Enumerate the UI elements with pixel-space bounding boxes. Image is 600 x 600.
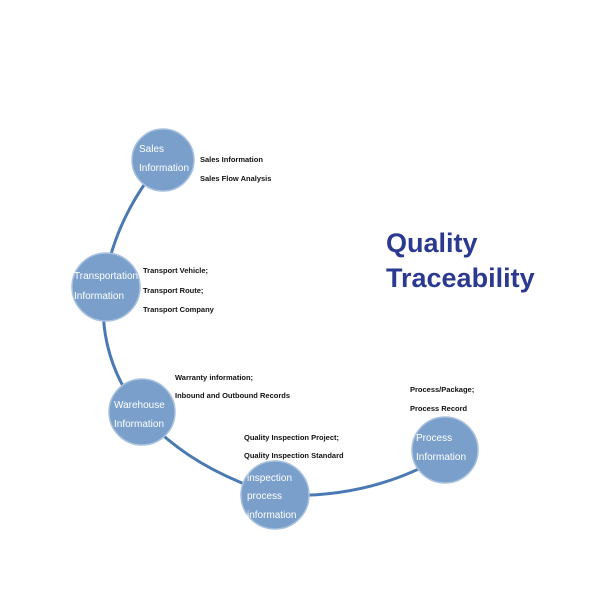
node-process-detail-1: Process/Package;: [410, 385, 475, 394]
node-circle-inspection: [240, 460, 310, 530]
node-warehouse-detail-2: Inbound and Outbound Records: [175, 391, 290, 400]
node-circle-sales: [131, 128, 195, 192]
node-warehouse-label-1: Warehouse: [114, 400, 165, 411]
node-circle-process: [411, 416, 479, 484]
node-inspection-label-3: information: [247, 510, 297, 521]
node-inspection-label-2: process: [247, 491, 283, 502]
diagram-title-line1: Quality: [386, 228, 478, 258]
node-sales-detail-2: Sales Flow Analysis: [200, 174, 272, 183]
node-inspection-detail-1: Quality Inspection Project;: [244, 433, 340, 442]
node-inspection-detail-2: Quality Inspection Standard: [244, 451, 344, 460]
node-inspection-label-1: inspection: [247, 473, 293, 484]
node-circle-transportation: [71, 252, 141, 322]
node-sales-detail-1: Sales Information: [200, 155, 263, 164]
node-process-detail-2: Process Record: [410, 404, 468, 413]
node-process-label-2: Information: [416, 452, 467, 463]
node-circle-warehouse: [108, 378, 176, 446]
node-warehouse-label-2: Information: [114, 419, 165, 430]
node-sales-label-2: Information: [139, 163, 190, 174]
diagram-title-line2: Traceability: [386, 263, 535, 293]
node-process-label-1: Process: [416, 433, 453, 444]
node-sales-label-1: Sales: [139, 144, 165, 155]
node-transportation-label-1: Transportation: [74, 271, 139, 282]
connector-arc: [101, 159, 446, 497]
node-transportation-label-2: Information: [74, 291, 125, 302]
node-transportation-detail-1: Transport Vehicle;: [143, 266, 209, 275]
node-transportation-detail-3: Transport Company: [143, 305, 214, 314]
node-warehouse-detail-1: Warranty information;: [175, 373, 254, 382]
node-transportation-detail-2: Transport Route;: [143, 286, 204, 295]
